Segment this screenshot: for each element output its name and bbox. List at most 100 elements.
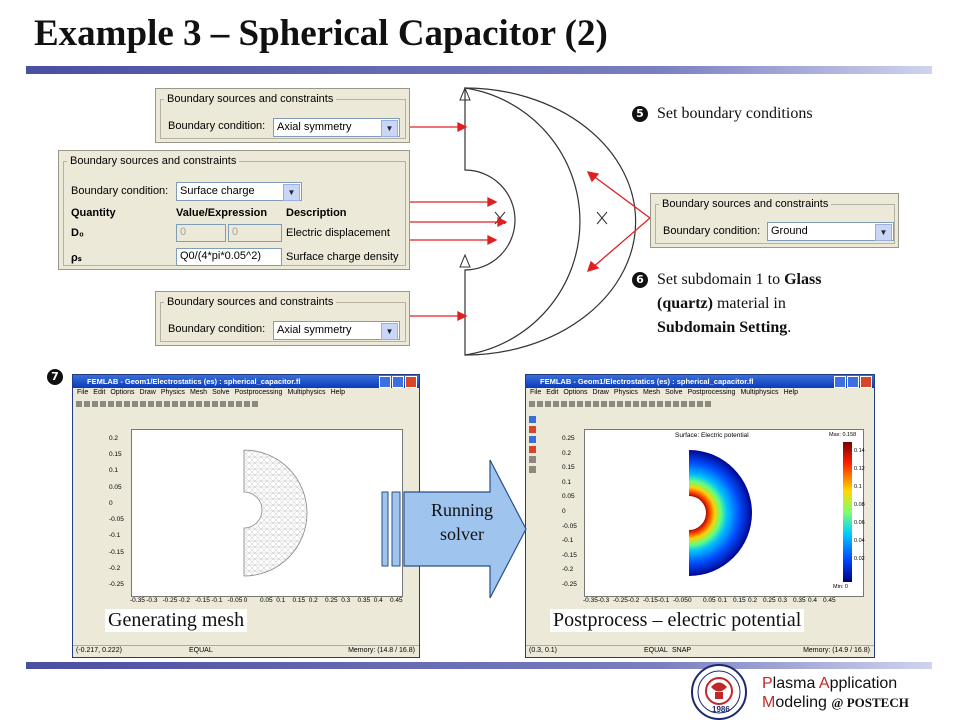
y-tick-label: 0.2 (562, 449, 572, 457)
menu-item[interactable]: Multiphysics (740, 389, 779, 396)
y-tick-label: -0.1 (109, 532, 121, 540)
row1-description: Electric displacement (286, 227, 390, 239)
x-tick-label: 0.1 (276, 597, 286, 604)
window-title: FEMLAB - Geom1/Electrostatics (es) : sph… (73, 375, 419, 388)
x-tick-label: 0.4 (373, 597, 383, 604)
caption-mesh: Generating mesh (105, 609, 248, 632)
x-tick-label: 0 (243, 597, 248, 604)
potential-surface (689, 442, 852, 582)
menu-item[interactable]: Physics (160, 389, 185, 396)
menu-item[interactable]: Physics (613, 389, 638, 396)
bc-select-value: Axial symmetry (277, 324, 352, 336)
bc-select[interactable]: Ground ▼ (767, 222, 894, 241)
minimize-icon[interactable] (834, 376, 846, 388)
x-tick-label: 0.05 (260, 597, 273, 604)
panel-surface-charge: Boundary sources and constraints Boundar… (58, 150, 410, 270)
col-quantity: Quantity (71, 207, 116, 219)
close-icon[interactable] (405, 376, 417, 388)
menu-item[interactable]: Solve (212, 389, 230, 396)
menu-item[interactable]: Help (330, 389, 345, 396)
col-value: Value/Expression (176, 207, 268, 219)
footer-text: Plasma Application Modeling @ POSTECH (762, 674, 909, 712)
menu-item[interactable]: Help (783, 389, 798, 396)
chevron-down-icon[interactable]: ▼ (283, 184, 300, 201)
bc-select[interactable]: Surface charge ▼ (176, 182, 302, 201)
menu-item[interactable]: Draw (139, 389, 156, 396)
arc-tick-4 (596, 211, 608, 225)
group-title: Boundary sources and constraints (659, 198, 832, 210)
status-mode-snap[interactable]: SNAP (672, 647, 692, 654)
x-tick-label: -0.2 (628, 597, 640, 604)
toolbar (75, 400, 417, 410)
mesh-plot[interactable] (131, 429, 403, 597)
solver-label: Running solver (412, 498, 512, 546)
y-tick-label: 0.2 (109, 435, 119, 442)
footer-postech: @ POSTECH (831, 695, 909, 710)
menu-item[interactable]: Postprocessing (687, 389, 736, 396)
side-toolbar (529, 413, 539, 513)
x-tick-label: 0.15 (292, 597, 306, 604)
row1-value-2[interactable]: 0 (228, 224, 282, 242)
axis-arrow-1 (459, 86, 471, 101)
step6-l3b: . (787, 319, 792, 336)
title-rule (26, 66, 932, 74)
menu-item[interactable]: Options (563, 389, 588, 396)
menu-item[interactable]: Multiphysics (287, 389, 326, 396)
status-bar: (0.3, 0.1) EQUAL SNAP Memory: (14.9 / 16… (526, 645, 874, 657)
menu-item[interactable]: Postprocessing (234, 389, 283, 396)
potential-plot[interactable]: Surface: Electric potential (584, 429, 865, 597)
menu-item[interactable]: File (77, 389, 89, 396)
footer-lasma: lasma (772, 675, 819, 692)
row1-quantity: D₀ (71, 227, 84, 239)
solver-label-line2: solver (440, 524, 484, 544)
step5-badge: 5 (632, 106, 648, 122)
bc-select[interactable]: Axial symmetry ▼ (273, 118, 400, 137)
bc-select-value: Ground (771, 225, 808, 237)
bc-label: Boundary condition: (663, 225, 761, 237)
status-mode-equal[interactable]: EQUAL (644, 647, 668, 654)
close-icon[interactable] (860, 376, 872, 388)
row1-value-1[interactable]: 0 (176, 224, 226, 242)
step7-badge: 7 (47, 369, 63, 385)
panel-axial-bottom: Boundary sources and constraints Boundar… (155, 291, 410, 346)
menu-item[interactable]: Edit (93, 389, 106, 396)
x-tick-label: 0.35 (793, 597, 806, 604)
colorbar-tick: 0.02 (854, 556, 865, 562)
status-mode[interactable]: EQUAL (189, 647, 213, 654)
solver-arrow (381, 459, 527, 599)
chevron-down-icon[interactable]: ▼ (381, 323, 398, 340)
colorbar-tick: 0.04 (854, 538, 865, 544)
group-title: Boundary sources and constraints (67, 155, 240, 167)
x-tick-label: -0.15 (195, 597, 210, 604)
menu-item[interactable]: Mesh (189, 389, 208, 396)
y-tick-label: -0.05 (562, 522, 577, 530)
bc-select[interactable]: Axial symmetry ▼ (273, 321, 400, 340)
menu-item[interactable]: Draw (592, 389, 609, 396)
footer-rule (26, 662, 932, 669)
x-tick-label: -0.35 (583, 597, 598, 604)
x-tick-label: -0.15 (643, 597, 658, 604)
step6-l2b: material in (712, 295, 786, 312)
chevron-down-icon[interactable]: ▼ (381, 120, 398, 137)
menu-item[interactable]: File (530, 389, 542, 396)
maximize-icon[interactable] (392, 376, 404, 388)
y-tick-label: 0 (562, 508, 566, 515)
minimize-icon[interactable] (379, 376, 391, 388)
x-tick-label: -0.1 (658, 597, 670, 604)
chevron-down-icon[interactable]: ▼ (875, 224, 892, 241)
y-tick-label: -0.25 (562, 581, 577, 588)
menu-item[interactable]: Solve (665, 389, 683, 396)
maximize-icon[interactable] (847, 376, 859, 388)
x-tick-label: 0.1 (718, 597, 728, 604)
x-tick-label: 0.4 (808, 597, 818, 604)
y-tick-label: 0.05 (562, 493, 575, 501)
menu-item[interactable]: Options (110, 389, 135, 396)
toolbar (528, 400, 872, 410)
menu-item[interactable]: Edit (546, 389, 559, 396)
col-description: Description (286, 207, 347, 219)
y-tick-label: -0.1 (562, 537, 574, 545)
row2-value[interactable]: Q0/(4*pi*0.05^2) (176, 248, 282, 266)
menu-item[interactable]: Mesh (642, 389, 661, 396)
x-tick-label: 0.25 (763, 597, 776, 604)
